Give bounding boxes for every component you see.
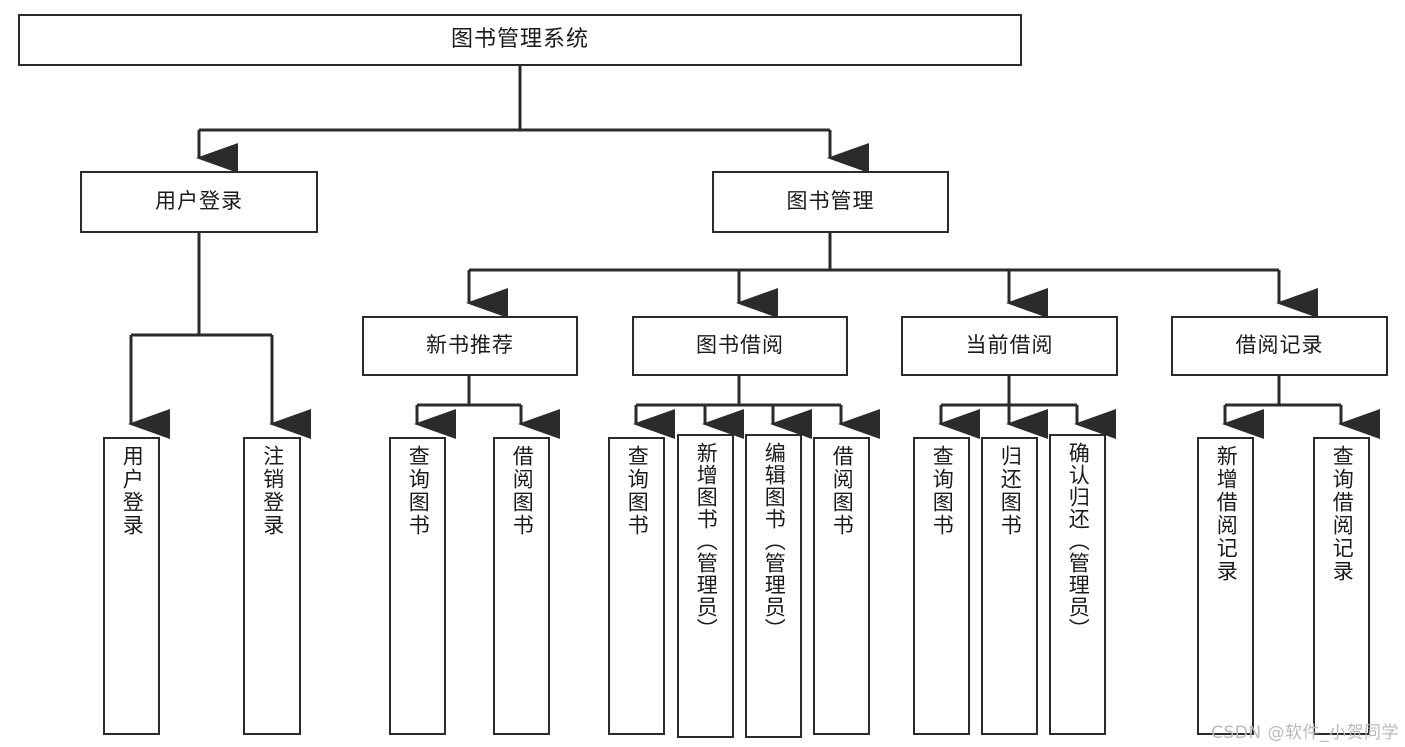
leaf-borrow-record-query[interactable]: 查询借阅记录 — [1313, 437, 1370, 735]
leaf-label: 查询借阅记录 — [1330, 445, 1355, 583]
leaf-label: 新增图书（管理员） — [694, 442, 719, 640]
leaf-book-borrow-query[interactable]: 查询图书 — [608, 437, 665, 735]
node-root-system[interactable]: 图书管理系统 — [18, 14, 1022, 66]
leaf-new-book-query[interactable]: 查询图书 — [389, 437, 446, 735]
leaf-label: 注销登录 — [260, 445, 285, 537]
node-new-book-recommend[interactable]: 新书推荐 — [362, 316, 578, 376]
leaf-label: 查询图书 — [930, 445, 955, 537]
leaf-book-borrow-add[interactable]: 新增图书（管理员） — [677, 434, 734, 738]
leaf-label: 编辑图书（管理员） — [762, 442, 787, 640]
leaf-label: 借阅图书 — [830, 445, 855, 537]
leaf-label: 确认归还（管理员） — [1066, 442, 1091, 640]
leaf-label: 查询图书 — [625, 445, 650, 537]
leaf-user-login-logout[interactable]: 注销登录 — [243, 437, 301, 735]
watermark-text: CSDN @软件_小贺同学 — [1211, 723, 1399, 743]
leaf-current-borrow-query[interactable]: 查询图书 — [913, 437, 970, 735]
leaf-label: 新增借阅记录 — [1214, 445, 1239, 583]
node-book-management[interactable]: 图书管理 — [712, 171, 949, 233]
leaf-book-borrow-edit[interactable]: 编辑图书（管理员） — [745, 434, 802, 738]
node-book-borrow[interactable]: 图书借阅 — [632, 316, 848, 376]
leaf-label: 借阅图书 — [510, 445, 535, 537]
leaf-book-borrow-borrow[interactable]: 借阅图书 — [813, 437, 870, 735]
leaf-label: 查询图书 — [406, 445, 431, 537]
leaf-label: 归还图书 — [998, 445, 1023, 537]
node-user-login[interactable]: 用户登录 — [80, 171, 318, 233]
leaf-user-login-login[interactable]: 用户登录 — [103, 437, 160, 735]
leaf-borrow-record-add[interactable]: 新增借阅记录 — [1197, 437, 1254, 735]
leaf-current-borrow-return[interactable]: 归还图书 — [981, 437, 1038, 735]
node-current-borrow[interactable]: 当前借阅 — [901, 316, 1118, 376]
leaf-label: 用户登录 — [120, 445, 145, 537]
leaf-current-borrow-confirm-return[interactable]: 确认归还（管理员） — [1049, 434, 1106, 735]
node-borrow-record[interactable]: 借阅记录 — [1171, 316, 1388, 376]
leaf-new-book-borrow[interactable]: 借阅图书 — [493, 437, 550, 735]
